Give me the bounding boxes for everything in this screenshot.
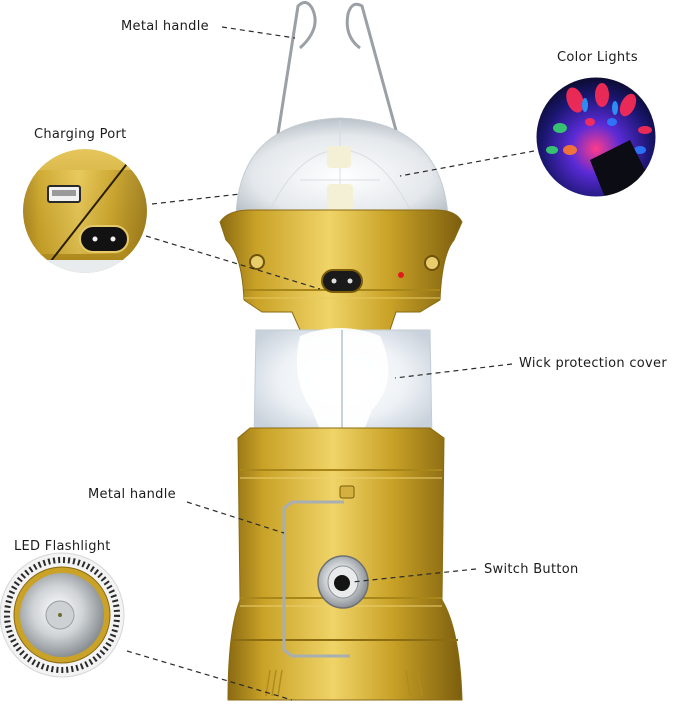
charging-port-socket — [321, 269, 363, 293]
callout-color-lights: Color Lights — [557, 50, 638, 65]
led-flashlight-inset — [0, 553, 124, 677]
ac-port — [79, 225, 129, 253]
callout-charging-port: Charging Port — [34, 127, 127, 142]
callout-wick-protection-cover: Wick protection cover — [519, 356, 667, 371]
callout-switch-button: Switch Button — [484, 562, 579, 577]
top-handle-wires — [256, 1, 434, 263]
color-lights-inset — [536, 77, 656, 197]
callout-metal-handle-side: Metal handle — [88, 487, 176, 502]
leader-lines — [126, 26, 535, 701]
callout-led-flashlight: LED Flashlight — [14, 539, 111, 554]
side-handle-wire — [282, 500, 350, 658]
charging-port-inset — [23, 149, 147, 273]
callout-metal-handle-top: Metal handle — [121, 19, 209, 34]
indicator-led — [398, 272, 404, 278]
